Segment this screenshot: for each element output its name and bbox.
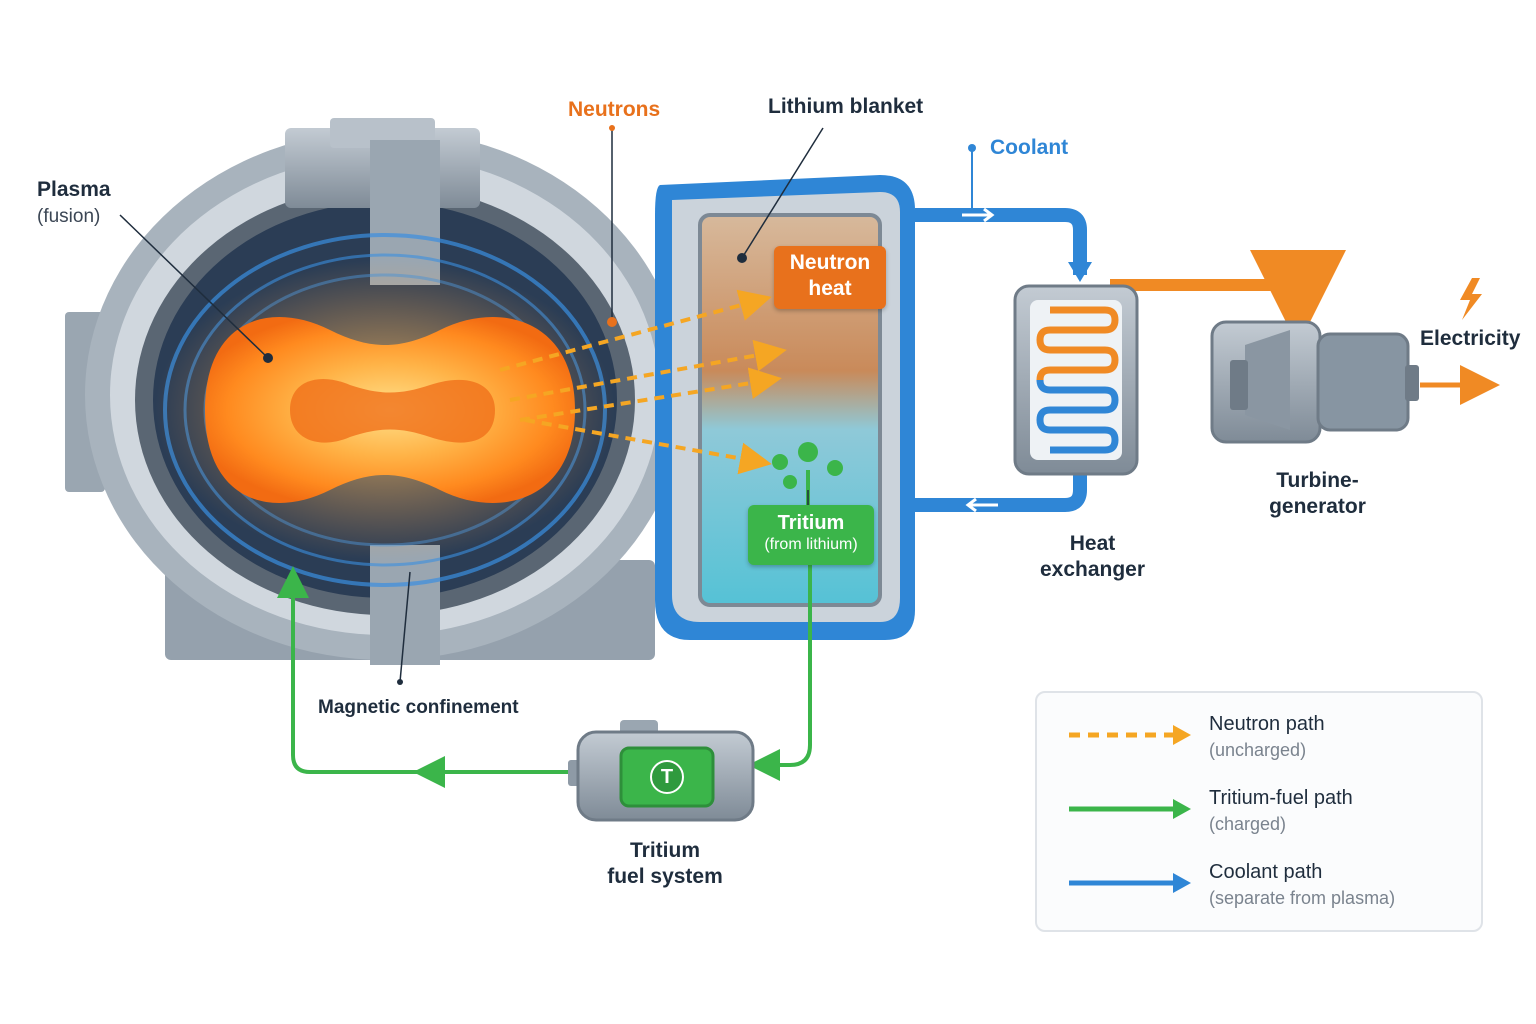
turbine-line2: generator <box>1269 495 1366 518</box>
legend-swatch-tritium <box>1069 799 1191 819</box>
neutron-heat-line1: Neutron <box>789 251 871 274</box>
heat-exchanger-line2: exchanger <box>1039 558 1146 581</box>
tritium-fuel-system-label: Tritium fuel system <box>590 838 740 890</box>
lithium-blanket-label: Lithium blanket <box>768 95 924 118</box>
neutron-heat-line2: heat <box>808 277 852 300</box>
plasma-torus <box>155 260 615 560</box>
coolant-loop <box>915 208 1087 512</box>
tritium-fuel-line2: fuel system <box>607 865 723 888</box>
magnetic-confinement-label: Magnetic confinement <box>318 697 519 718</box>
heat-exchanger-label: Heat exchanger <box>1020 531 1165 583</box>
legend-item-tritium: Tritium-fuel path (charged) <box>1037 787 1477 847</box>
legend-swatch-coolant <box>1069 873 1191 893</box>
electricity-label: Electricity <box>1420 327 1521 350</box>
legend-title-coolant: Coolant path <box>1209 861 1323 883</box>
neutron-heat-tag: Neutron heat <box>774 246 886 309</box>
legend-swatch-neutron <box>1069 725 1191 745</box>
leader-lines <box>119 127 824 683</box>
plasma-label: Plasma <box>37 178 111 201</box>
legend-title-neutron: Neutron path <box>1209 713 1325 735</box>
coolant-label: Coolant <box>990 136 1069 159</box>
hot-loop-pipe <box>1110 250 1346 346</box>
legend-box: Neutron path (uncharged) Tritium-fuel pa… <box>1035 691 1483 932</box>
coolant-flow-arrows <box>962 207 998 513</box>
heat-exchanger-line1: Heat <box>1069 532 1116 555</box>
tritium-fuel-system-unit <box>568 720 755 822</box>
legend-item-neutron: Neutron path (uncharged) <box>1037 713 1477 773</box>
tritium-molecule-icon <box>772 442 843 489</box>
plasma-sublabel: (fusion) <box>37 206 101 227</box>
legend-note-neutron: (uncharged) <box>1209 740 1307 760</box>
heat-exchanger-unit <box>1013 284 1139 476</box>
legend-title-tritium: Tritium-fuel path <box>1209 787 1353 809</box>
tritium-tag: Tritium (from lithium) <box>748 505 874 565</box>
tritium-symbol: T <box>660 766 674 788</box>
legend-item-coolant: Coolant path (separate from plasma) <box>1037 861 1477 921</box>
tritium-fuel-line1: Tritium <box>629 839 700 862</box>
coolant-down-arrow <box>1068 262 1092 282</box>
turbine-line1: Turbine- <box>1276 469 1359 492</box>
neutrons-label: Neutrons <box>568 98 661 121</box>
turbine-generator-unit <box>1210 320 1419 444</box>
tritium-tag-title: Tritium <box>777 512 845 534</box>
tritium-tag-sub: (from lithium) <box>764 536 858 553</box>
legend-note-coolant: (separate from plasma) <box>1209 888 1396 908</box>
lithium-blanket <box>655 175 915 640</box>
lightning-icon <box>1460 278 1482 320</box>
legend-note-tritium: (charged) <box>1209 814 1287 834</box>
neutron-arrows <box>499 289 787 475</box>
turbine-generator-label: Turbine- generator <box>1245 468 1390 520</box>
